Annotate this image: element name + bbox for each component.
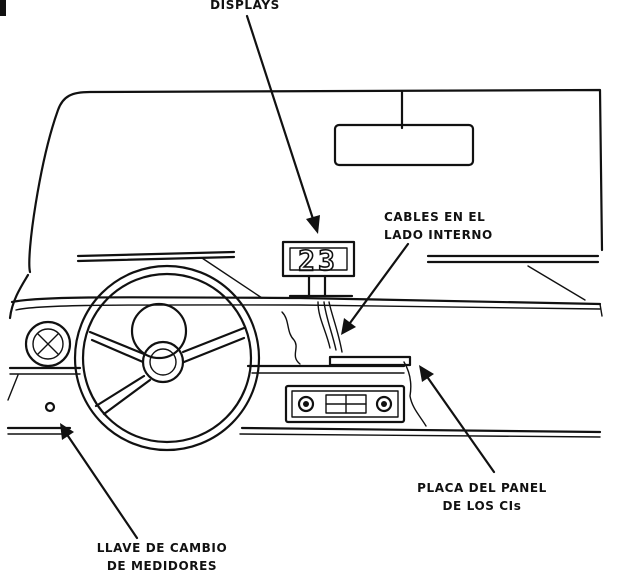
- dashboard-right-edge: [599, 303, 603, 317]
- label-llave-line1: LLAVE DE CAMBIO: [97, 541, 228, 555]
- panel-cutout-edge: [281, 311, 301, 365]
- dashboard-bottom-line-2: [7, 433, 601, 438]
- dashboard-mid-line-2: [9, 372, 405, 375]
- display-mount: [288, 274, 354, 298]
- dashboard-mid-line: [8, 364, 406, 370]
- label-placa-line2: DE LOS CIs: [443, 499, 522, 513]
- arrow-llave: [60, 423, 139, 540]
- label-displays: DISPLAYS: [210, 0, 280, 12]
- dashboard-top-edge: [10, 296, 602, 306]
- dashboard-bottom-line: [6, 426, 602, 434]
- right-wiper: [426, 254, 600, 301]
- arrow-placa: [419, 365, 496, 474]
- ic-panel-plate: [328, 355, 412, 367]
- dashboard-top-edge-inner: [15, 304, 601, 311]
- air-vent-gauge: [24, 320, 72, 368]
- label-llave-line2: DE MEDIDORES: [107, 559, 217, 573]
- corner-mark: [0, 0, 6, 16]
- left-wiper: [76, 250, 263, 299]
- display-readout: 23: [298, 244, 338, 277]
- windshield-outline: [28, 88, 604, 274]
- label-placa-line1: PLACA DEL PANEL: [417, 481, 547, 495]
- meter-switch-key: [44, 401, 56, 413]
- display-window: [289, 247, 348, 271]
- arrow-cables: [341, 242, 410, 335]
- label-cables-line2: LADO INTERNO: [384, 228, 493, 242]
- panel-cutout-right: [403, 361, 427, 427]
- arrow-displays: [245, 14, 320, 234]
- display-unit: [281, 240, 356, 278]
- cable-bundle: [317, 301, 343, 353]
- steering-wheel: [73, 264, 261, 452]
- door-edge: [7, 374, 19, 401]
- label-cables-line1: CABLES EN EL: [384, 210, 485, 224]
- rearview-mirror: [333, 123, 475, 167]
- radio-unit: [284, 384, 406, 424]
- windshield-left-pillar: [8, 273, 30, 320]
